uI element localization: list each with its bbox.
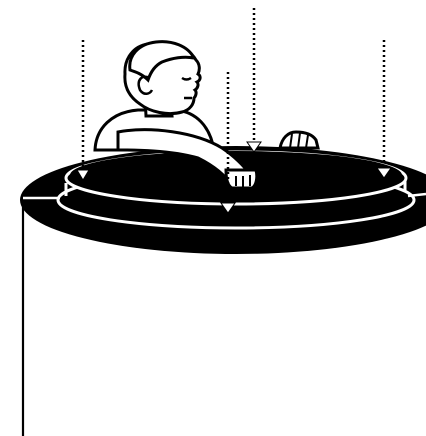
person-right-hand (226, 170, 257, 188)
arrow-1 (77, 40, 89, 180)
arrow-3 (247, 8, 261, 152)
arrow-4 (377, 40, 391, 178)
